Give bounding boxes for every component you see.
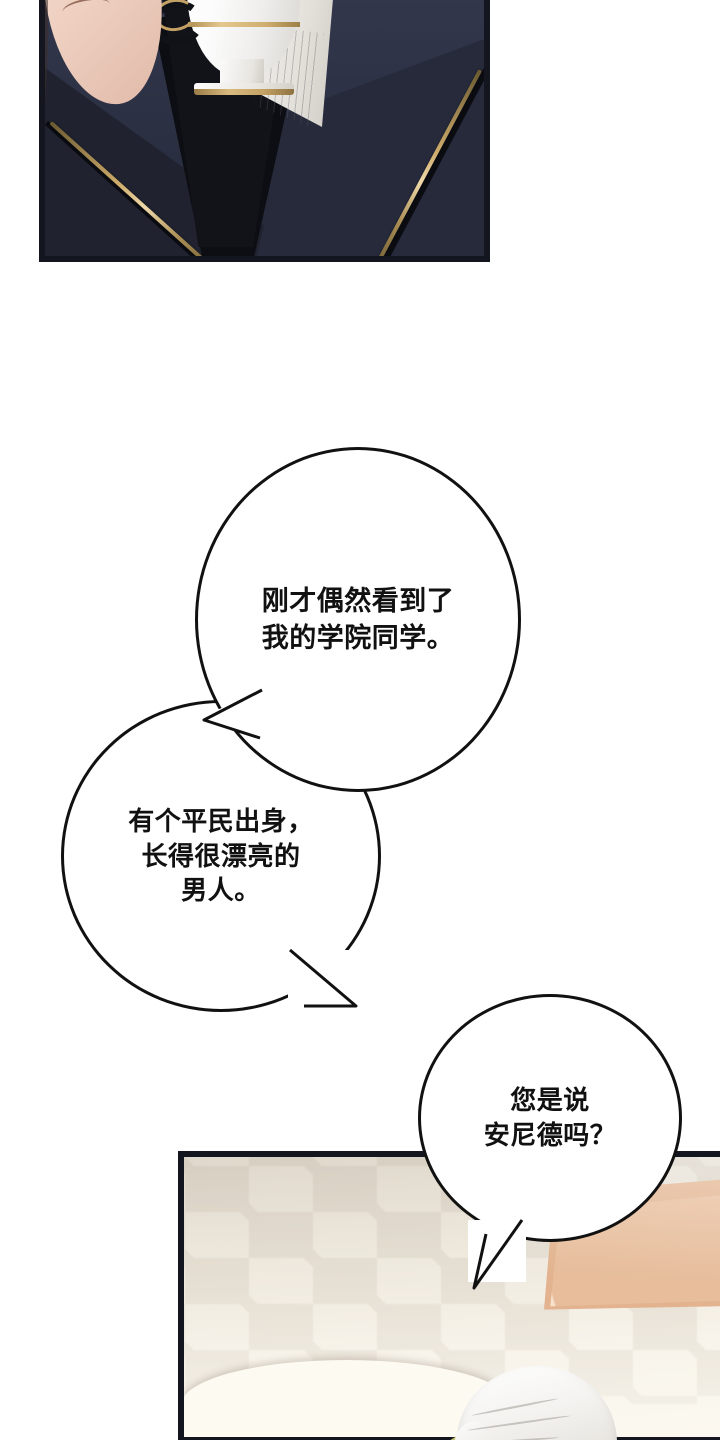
teacup-gold-band (188, 22, 300, 27)
hand-outline (42, 0, 48, 105)
speech-bubble-3: 您是说 安尼德吗？ (418, 994, 682, 1242)
teacup-foot-gold-band (194, 89, 294, 95)
speech-tail-3-outline (472, 1219, 524, 1290)
panel-artwork (181, 1154, 720, 1440)
speech-bubble-2-text: 有个平民出身， 长得很漂亮的 男人。 (128, 805, 314, 906)
teacup-foot (194, 83, 294, 92)
speech-bubble-1-text: 刚才偶然看到了 我的学院同学。 (261, 586, 455, 653)
speech-bubble-3-text: 您是说 安尼德吗？ (483, 1085, 617, 1150)
chair-seat (181, 1360, 511, 1440)
teacup-stem (220, 59, 264, 85)
elderly-character (405, 1296, 655, 1440)
speech-tail-2-outline (289, 948, 358, 1008)
speech-tail-1-outline (202, 688, 263, 740)
panel-artwork (42, 0, 487, 259)
panel-teacup-close-up (39, 0, 490, 262)
finger-crease (61, 0, 112, 21)
